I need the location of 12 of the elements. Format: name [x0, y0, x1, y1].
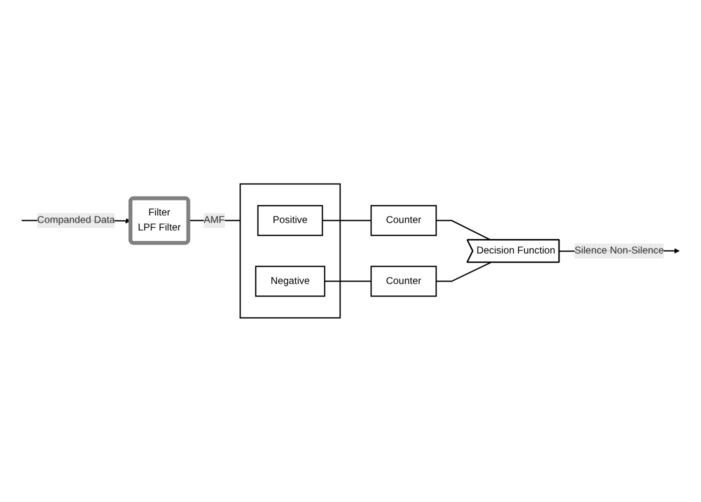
- node-box: Negative: [255, 266, 326, 297]
- edge-label: Companded Data: [37, 215, 115, 226]
- edge-label: AMF: [204, 215, 225, 226]
- cluster: [240, 183, 341, 319]
- edge-label: Silence Non-Silence: [574, 245, 664, 256]
- connector: [436, 220, 492, 241]
- connector: [324, 280, 372, 282]
- connector: [322, 220, 372, 222]
- connector: [436, 262, 492, 282]
- node-box: Positive: [257, 205, 324, 236]
- node-box: Counter: [370, 205, 437, 236]
- node-box: Counter: [370, 266, 437, 297]
